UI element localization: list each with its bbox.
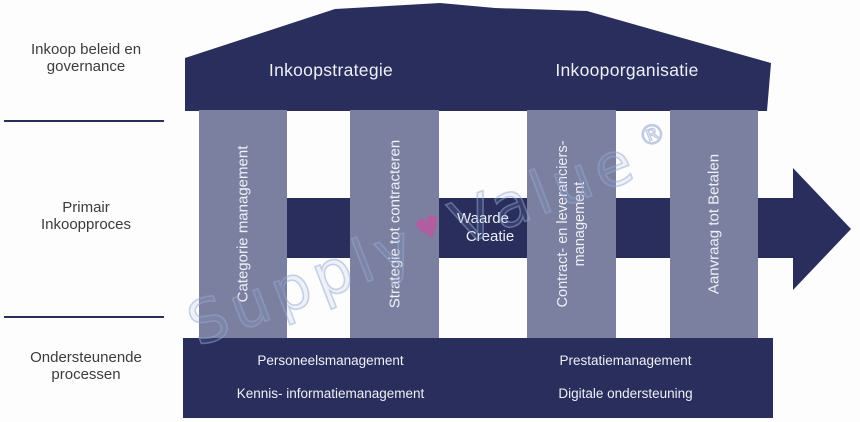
foundation-base: Personeelsmanagement Prestatiemanagement… (183, 338, 773, 418)
section-divider-top (4, 120, 164, 122)
roof-shape (185, 3, 771, 111)
primary-process-line2: Inkoopproces (40, 216, 132, 233)
supporting-processes-line2: processen (51, 366, 121, 383)
value-creation-box: Waarde Creatie (439, 198, 527, 258)
registered-trademark-icon: ® (633, 113, 677, 155)
process-arrow-head (793, 168, 851, 290)
pillar-label-aanvraag-tot-betalen: Aanvraag tot Betalen (705, 153, 723, 295)
pillar-strategie-tot-contracteren (350, 110, 439, 339)
pillar-label-contract-line2: management (572, 181, 588, 267)
roof-label-inkoopstrategie: Inkoopstrategie (268, 60, 394, 80)
primary-process-line1: Primair (62, 199, 110, 216)
pillar-categorie-management (199, 110, 287, 339)
pillar-label-contract-line1: Contract- en leveranciers- (555, 140, 571, 308)
policy-governance-line2: governance (46, 58, 126, 75)
pillar-label-strategie-tot-contracteren: Strategie tot contracteren (386, 139, 404, 309)
supporting-processes-label: Ondersteunende processen (0, 349, 172, 383)
policy-governance-line1: Inkoop beleid en (30, 41, 142, 58)
supporting-processes-line1: Ondersteunende (30, 349, 142, 366)
pillar-contract-leveranciersmanagement (527, 110, 616, 339)
roof-label-inkooporganisatie: Inkooporganisatie (555, 60, 699, 80)
pillar-aanvraag-tot-betalen (670, 110, 758, 339)
pillar-label-contract-leveranciersmanagement: Contract- en leveranciers- management (555, 110, 589, 339)
policy-governance-label: Inkoop beleid en governance (0, 41, 172, 75)
value-creation-line2: Creatie (465, 228, 515, 245)
foundation-item-prestatiemanagement: Prestatiemanagement (559, 353, 692, 368)
foundation-item-kennis-informatiemanagement: Kennis- informatiemanagement (236, 386, 425, 401)
primary-process-label: Primair Inkoopproces (0, 199, 172, 233)
pillar-label-categorie-management: Categorie management (234, 145, 252, 303)
foundation-item-digitale-ondersteuning: Digitale ondersteuning (558, 386, 693, 401)
section-divider-bottom (4, 316, 164, 318)
roof-pediment (185, 3, 771, 111)
value-creation-line1: Waarde (457, 210, 509, 227)
foundation-item-personeelsmanagement: Personeelsmanagement (257, 353, 404, 368)
